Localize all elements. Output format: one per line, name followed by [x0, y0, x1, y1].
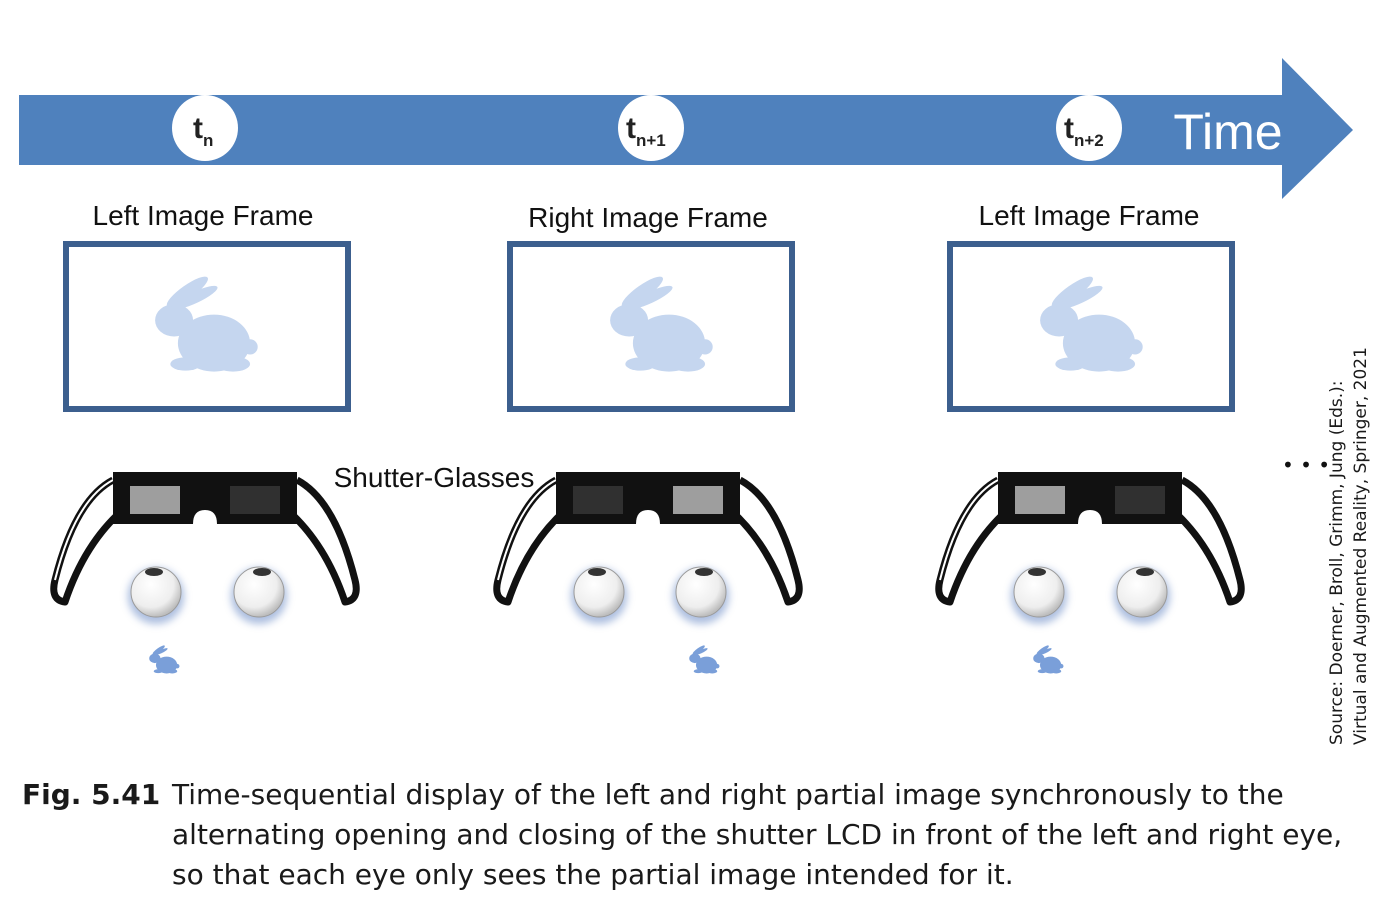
frame-label-1: Left Image Frame [93, 200, 314, 231]
caption-text: Time-sequential display of the left and … [172, 778, 1343, 891]
source-line-1: Source: Doerner, Broll, Grimm, Jung (Eds… [1327, 380, 1347, 745]
small-bunny-3 [1033, 644, 1064, 674]
svg-text:tn: tn [193, 112, 213, 150]
time-marker-tn1: tn+1 [618, 95, 684, 161]
shutter-glasses-3 [939, 472, 1242, 602]
small-bunny-1 [149, 644, 180, 674]
lens-left-closed [573, 486, 623, 514]
eye-pair-3 [1011, 566, 1170, 624]
frame-label-2: Right Image Frame [528, 202, 768, 233]
figure-number: Fig. 5.41 [22, 778, 161, 811]
eye-pair-1 [128, 566, 287, 624]
svg-text:tn+1: tn+1 [626, 112, 666, 150]
lens-right-open [673, 486, 723, 514]
eye-pair-2 [571, 566, 729, 624]
time-arrow [19, 58, 1353, 199]
svg-text:tn+2: tn+2 [1064, 112, 1104, 150]
small-bunny-2 [689, 644, 720, 674]
lens-left-open [1015, 486, 1065, 514]
shutter-glasses-label: Shutter-Glasses [334, 462, 535, 493]
image-frame-3 [947, 241, 1235, 412]
source-line-2: Virtual and Augmented Reality, Springer,… [1351, 347, 1371, 745]
shutter-glasses-1 [54, 472, 357, 602]
image-frame-1 [63, 241, 351, 412]
source-credit: Source: Doerner, Broll, Grimm, Jung (Eds… [1325, 347, 1373, 745]
lens-left-open [130, 486, 180, 514]
lens-right-closed [230, 486, 280, 514]
time-label: Time [1173, 104, 1282, 160]
time-marker-tn: tn [172, 95, 238, 161]
shutter-glasses-2 [497, 472, 800, 602]
time-marker-tn2: tn+2 [1056, 95, 1122, 161]
lens-right-closed [1115, 486, 1165, 514]
continuation-dots: • • • [1282, 453, 1330, 477]
frame-label-3: Left Image Frame [979, 200, 1200, 231]
